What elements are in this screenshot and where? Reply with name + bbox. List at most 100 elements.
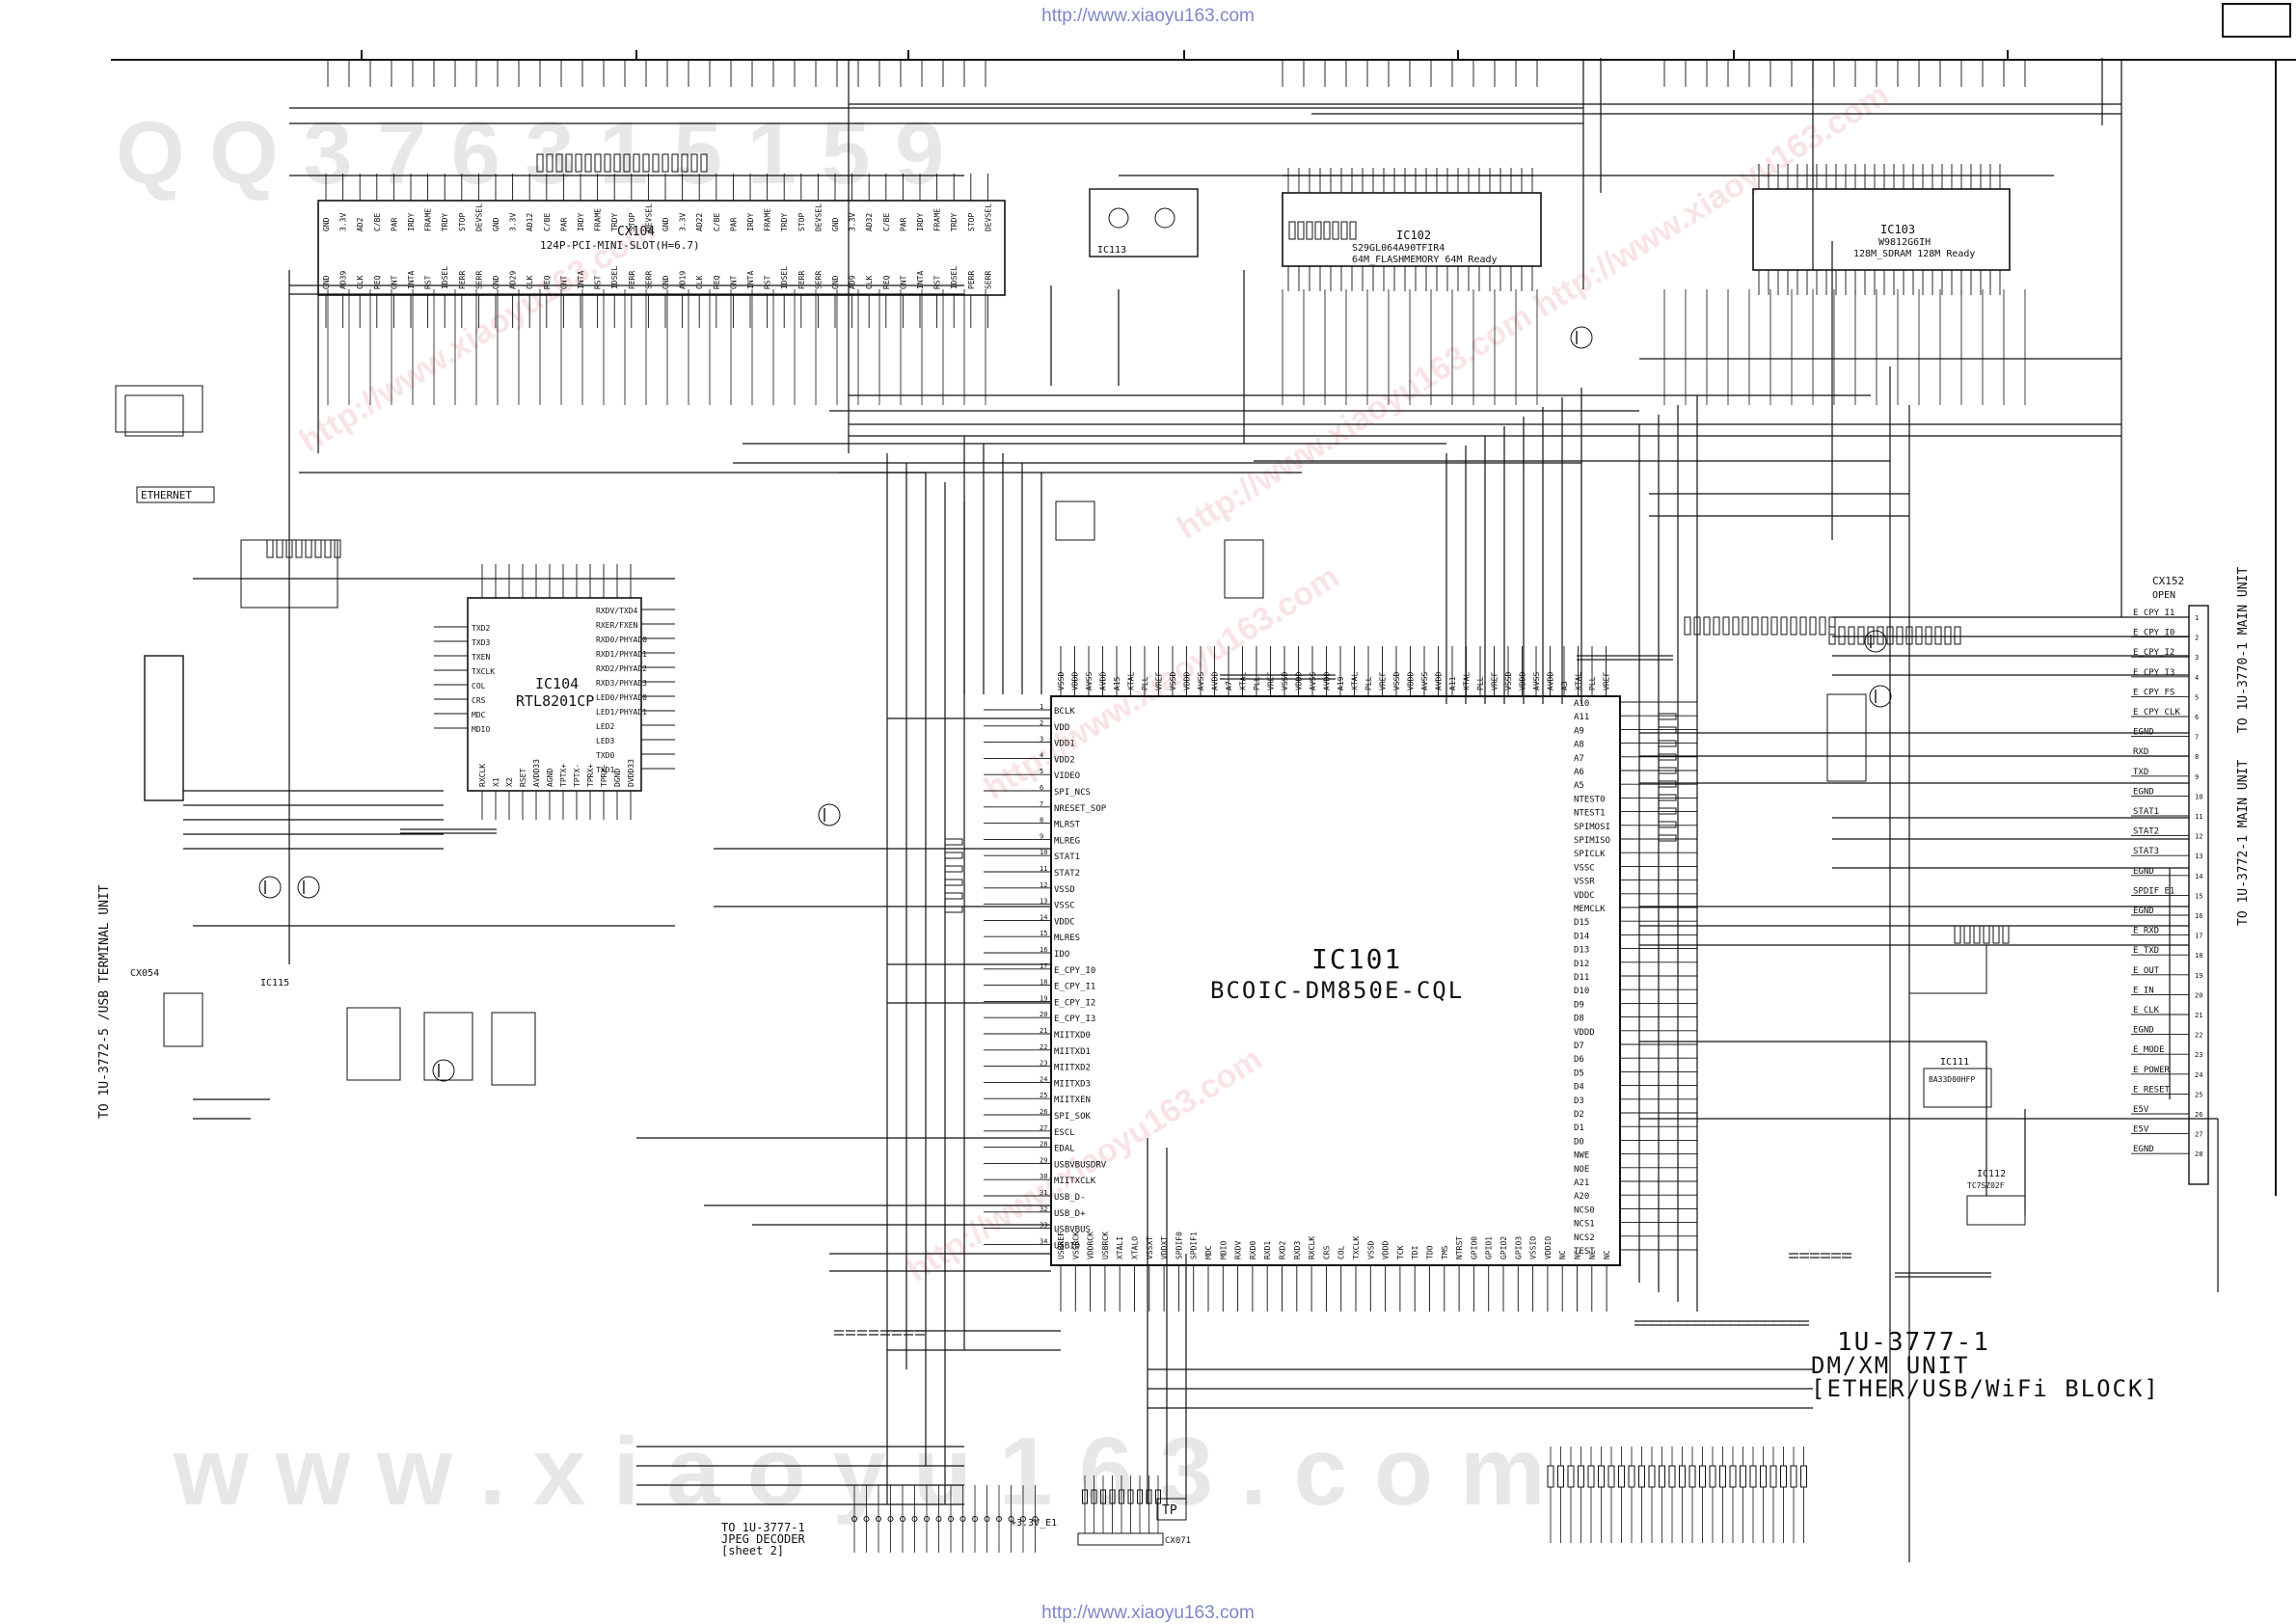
ic104-pin: TPTX+ (559, 764, 568, 787)
transistor (297, 876, 320, 899)
ic101-top-pin: VDDD (1071, 672, 1080, 690)
resistor (1790, 1465, 1797, 1488)
ic101-left-pin: USBID (1054, 1241, 1080, 1251)
resistor (1109, 1489, 1116, 1504)
title-line-3: [ETHER/USB/WiFi BLOCK] (1811, 1375, 2160, 1402)
header-url[interactable]: http://www.xiaoyu163.com (1041, 6, 1255, 26)
cx152-pin-number: 10 (2195, 793, 2202, 800)
ic104-pin: RXD0/PHYAD0 (596, 636, 647, 644)
cx152-pin-number: 16 (2195, 912, 2202, 920)
test-point (911, 1516, 918, 1522)
ic104-part: RTL8201CP (516, 692, 594, 710)
ic101-pin-number: 24 (1040, 1075, 1047, 1083)
ic101-left-pin: VSSC (1054, 902, 1075, 911)
resistor (1693, 616, 1701, 636)
resistor (662, 153, 669, 173)
test-point (851, 1516, 857, 1522)
resistor (1770, 616, 1778, 636)
test-point (1032, 1516, 1039, 1522)
resistor (1800, 1465, 1807, 1488)
ic101-right-pin: D3 (1574, 1096, 1584, 1106)
title-line-1: 1U-3777-1 (1837, 1328, 1990, 1357)
usb-switch (423, 1012, 473, 1081)
ic101-right-pin: NTEST1 (1574, 809, 1606, 819)
test-point (959, 1516, 966, 1522)
cx104-pin: FRAME (424, 208, 433, 231)
cx104-pin: AD9 (849, 275, 857, 289)
resistor (1146, 1489, 1152, 1504)
test-point (876, 1516, 881, 1522)
ic101-top-pin: AVDD (1099, 672, 1108, 690)
cx104-pin: CLK (526, 275, 534, 289)
test-point (948, 1516, 954, 1522)
ic101-left-pin: MLREG (1054, 836, 1080, 846)
resistor (1658, 794, 1677, 801)
cx152-pin-number: 6 (2195, 714, 2199, 721)
ic102-flash: IC102 S29GL064A90TFIR4 64M_FLASHMEMORY 6… (1282, 168, 1542, 291)
ic101-left-pin: BCLK (1054, 707, 1075, 717)
resistor (575, 153, 582, 173)
watermark-layer: Q Q 3 7 6 3 1 5 1 5 9 w w w . x i a o y … (116, 104, 1546, 1526)
cx104-pin: 3.3V (339, 213, 348, 231)
ic104-pin: COL (472, 682, 486, 690)
ic101-pin-number: 33 (1040, 1222, 1047, 1230)
cx104-pin: PAR (899, 217, 907, 231)
bottom-resistor-bank (851, 1447, 1807, 1553)
cx152-pin: E_CPY_I0 (2133, 629, 2174, 638)
ic104-pin: RXD1/PHYAD1 (596, 650, 647, 659)
ic102-part: S29GL064A90TFIR4 (1352, 243, 1445, 254)
resistor (1719, 1465, 1726, 1488)
resistor (1127, 1489, 1134, 1504)
ic104-pin: LED2 (596, 722, 614, 731)
resistor (1297, 221, 1305, 240)
ic101-bottom-pin: GPIO3 (1514, 1236, 1523, 1259)
cx152-pin-number: 25 (2195, 1091, 2202, 1098)
cx152-pin: SPDIF_E1 (2133, 886, 2174, 896)
ic101-bottom-pin: TXCLK (1352, 1236, 1361, 1259)
cx152-pin-number: 19 (2195, 972, 2202, 980)
ic101-pin-number: 4 (1040, 751, 1043, 759)
ic101-top-pin: AVDD (1547, 672, 1555, 690)
cx104-pin: TRDY (610, 213, 619, 231)
cx152-pin-number: 24 (2195, 1071, 2202, 1079)
ic101-pin-number: 22 (1040, 1043, 1047, 1051)
ic101-right-pin: SPICLK (1574, 850, 1606, 859)
cx152-pin-number: 1 (2195, 614, 2199, 622)
cx104-pin: IDSEL (610, 266, 619, 289)
resistor (1799, 616, 1807, 636)
resistor (944, 852, 963, 859)
cx104-pin: SERR (984, 271, 992, 289)
cx152-pin-number: 11 (2195, 813, 2202, 821)
cx104-pin: IRDY (407, 213, 416, 231)
cx152-pin: STAT2 (2133, 827, 2159, 837)
ic104-pin-layer: RXDV/TXD4RXER/FXENRXD0/PHYAD0RXD1/PHYAD1… (434, 564, 675, 820)
cx104-pin: PERR (458, 271, 467, 289)
ic101-right-pin: NCS2 (1574, 1233, 1595, 1243)
ic104-pin: TXCLK (472, 667, 495, 676)
resistor (1761, 616, 1769, 636)
ic101-pin-number: 31 (1040, 1189, 1047, 1197)
cx152-pin-number: 12 (2195, 833, 2202, 841)
cx152-ref: CX152 (2152, 575, 2184, 587)
ic101-left-pin: USBVBUSDRV (1054, 1160, 1107, 1170)
ethernet-jack (144, 655, 184, 801)
ic104-ethernet-phy: IC104 RTL8201CP RXDV/TXD4RXER/FXENRXD0/P… (434, 564, 675, 820)
cx104-pin: PERR (967, 271, 976, 289)
cx152-pin: E5V (2133, 1105, 2149, 1115)
ic101-bottom-pin: VDDXT (1160, 1236, 1169, 1259)
ic101-left-pin: USB_D+ (1054, 1209, 1086, 1219)
footer-url[interactable]: http://www.xiaoyu163.com (1041, 1603, 1255, 1623)
cx152-pin: EGND (2133, 1145, 2154, 1154)
cx104-pin: IDSEL (950, 266, 959, 289)
resistor (690, 153, 698, 173)
ic101-top-pin: VREF (1155, 672, 1164, 690)
resistor (944, 906, 963, 913)
cx152-pin-number: 4 (2195, 674, 2199, 682)
ic101-top-pin: AVSS (1085, 672, 1094, 690)
cx071-header (1077, 1532, 1164, 1546)
ic101-bottom-pin: VSSRCK (1071, 1232, 1080, 1259)
cx104-pin: 3.3V (509, 213, 518, 231)
ic101-left-pin: E_CPY_I3 (1054, 1015, 1095, 1024)
ic101-bottom-pin: GPIO1 (1485, 1236, 1494, 1259)
